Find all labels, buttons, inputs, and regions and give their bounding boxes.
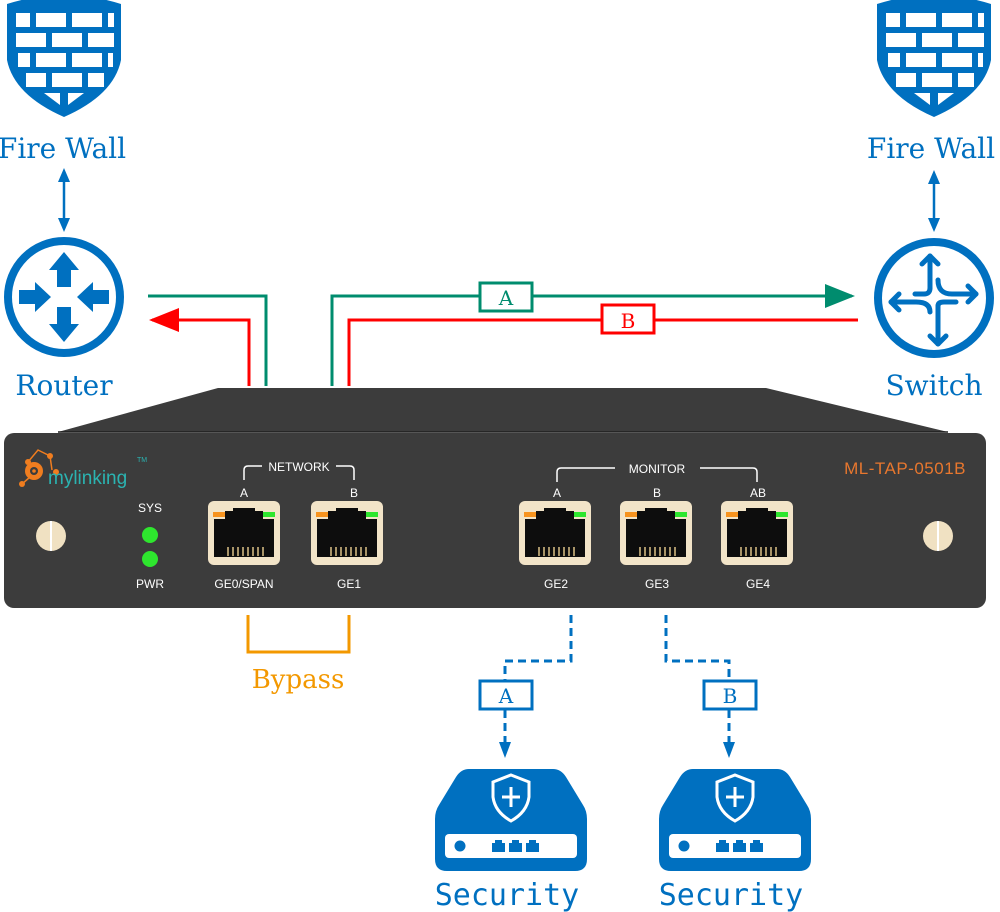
- port-ge4[interactable]: AB GE4: [720, 486, 794, 591]
- brand-trademark: TM: [137, 457, 147, 464]
- router-label: Router: [15, 369, 113, 402]
- bypass-link: Bypass: [246, 615, 351, 695]
- path-b-label: B: [621, 309, 636, 333]
- monitor-group-label: MONITOR: [629, 462, 686, 476]
- port-ge3[interactable]: B GE3: [619, 486, 693, 591]
- port-name: GE2: [544, 577, 568, 591]
- security-appliance-icon: [433, 767, 589, 873]
- security-appliance-icon: [657, 767, 813, 873]
- monitor-b-arrowhead: [723, 742, 735, 758]
- monitor-a-arrowhead: [499, 742, 511, 758]
- monitor-a-link: [503, 615, 573, 746]
- firewall-router-link: [58, 168, 70, 232]
- port-tag: B: [350, 486, 358, 500]
- chassis-top: [58, 388, 948, 432]
- port-tag: B: [653, 486, 661, 500]
- security-b-label: Security: [659, 878, 804, 912]
- port-ge1[interactable]: B GE1: [310, 486, 384, 591]
- led-sys-label: SYS: [138, 501, 162, 515]
- firewall-right-node: Fire Wall: [867, 0, 995, 165]
- rj45-port-icon: [619, 500, 693, 566]
- monitor-a-label: A: [498, 684, 514, 708]
- brand-name: mylinking: [48, 468, 127, 489]
- firewall-shield-icon: [877, 0, 991, 117]
- path-a-label: A: [498, 286, 514, 310]
- security-a-label: Security: [435, 878, 580, 912]
- port-ge0[interactable]: A GE0/SPAN: [207, 486, 281, 591]
- led-pwr-label: PWR: [136, 577, 164, 591]
- firewall-switch-link: [928, 170, 940, 232]
- port-tag: A: [553, 486, 561, 500]
- port-name: GE4: [746, 577, 770, 591]
- sys-led-indicator: [142, 527, 158, 543]
- rj45-port-icon: [518, 500, 592, 566]
- rj45-port-icon: [310, 500, 384, 566]
- monitor-b-label-box: [702, 679, 758, 711]
- security-b-node: Security: [657, 767, 813, 912]
- firewall-left-node: Fire Wall: [0, 0, 126, 165]
- port-tag: AB: [750, 486, 766, 500]
- switch-icon: [874, 238, 994, 358]
- port-ge2[interactable]: A GE2: [518, 486, 592, 591]
- traffic-path-a: [148, 281, 855, 386]
- port-tag: A: [240, 486, 248, 500]
- left-screw-icon: [36, 521, 66, 551]
- port-name: GE3: [645, 577, 669, 591]
- rj45-port-icon: [207, 500, 281, 566]
- tap-device: mylinking TM ML-TAP-0501B SYS PWR NETWOR…: [4, 388, 986, 608]
- model-number: ML-TAP-0501B: [844, 459, 966, 478]
- right-screw-icon: [923, 521, 953, 551]
- router-node: Router: [4, 237, 124, 402]
- firewall-shield-icon: [7, 0, 121, 117]
- monitor-b-link: [664, 615, 731, 746]
- path-a-label-box: [478, 281, 534, 313]
- bypass-label: Bypass: [252, 665, 345, 695]
- pwr-led-indicator: [142, 551, 158, 567]
- port-name: GE0/SPAN: [214, 577, 273, 591]
- monitor-b-label: B: [723, 684, 738, 708]
- traffic-path-b: [149, 303, 858, 386]
- monitor-a-label-box: [478, 679, 534, 711]
- rj45-port-icon: [720, 500, 794, 566]
- path-b-label-box: [600, 303, 656, 335]
- port-name: GE1: [337, 577, 361, 591]
- router-icon: [4, 237, 124, 357]
- firewall-right-label: Fire Wall: [867, 132, 995, 165]
- security-a-node: Security: [433, 767, 589, 912]
- switch-label: Switch: [885, 369, 982, 402]
- switch-node: Switch: [874, 238, 994, 402]
- mylinking-logo-icon: [19, 449, 59, 487]
- firewall-left-label: Fire Wall: [0, 132, 126, 165]
- network-group-label: NETWORK: [268, 460, 329, 474]
